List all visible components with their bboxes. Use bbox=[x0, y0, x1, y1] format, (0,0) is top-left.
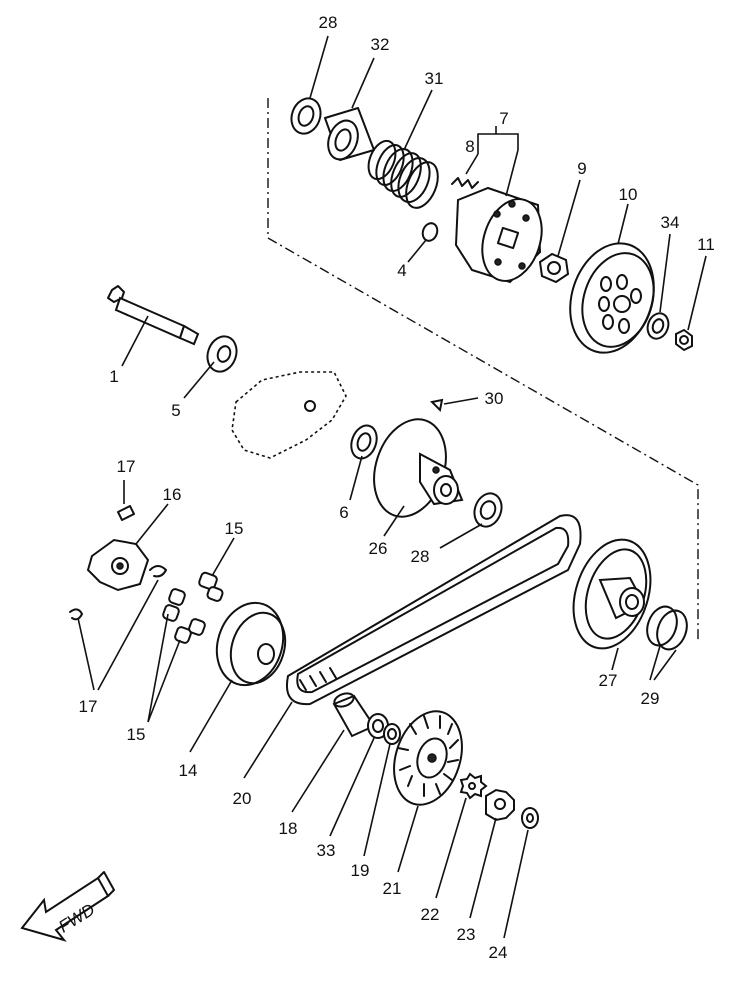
callout-18: 18 bbox=[279, 819, 298, 838]
part-5-bearing bbox=[206, 335, 238, 373]
callout-1: 1 bbox=[109, 367, 118, 386]
callout-10: 10 bbox=[619, 185, 638, 204]
part-15-rollers bbox=[162, 571, 224, 644]
part-26-sheave bbox=[373, 418, 464, 518]
callout-8: 8 bbox=[465, 137, 474, 156]
part-17-clips bbox=[69, 505, 167, 621]
part-19-washer bbox=[383, 723, 401, 745]
cover-outline bbox=[231, 371, 347, 459]
callout-31: 31 bbox=[425, 69, 444, 88]
part-28-seal-lower bbox=[473, 492, 503, 528]
callout-24: 24 bbox=[489, 943, 508, 962]
callout-9: 9 bbox=[577, 159, 586, 178]
callout-19: 19 bbox=[351, 861, 370, 880]
part-8-small-spring bbox=[451, 177, 479, 189]
callout-14: 14 bbox=[179, 761, 198, 780]
callout-28-top: 28 bbox=[319, 13, 338, 32]
part-1-shaft bbox=[107, 285, 200, 346]
callout-7: 7 bbox=[499, 109, 508, 128]
callout-11: 11 bbox=[697, 235, 715, 254]
callout-28-lower: 28 bbox=[411, 547, 430, 566]
part-11-nut bbox=[675, 328, 693, 352]
part-20-belt bbox=[286, 514, 582, 706]
callout-30: 30 bbox=[485, 389, 504, 408]
part-31-spring bbox=[367, 139, 439, 209]
callout-21: 21 bbox=[383, 879, 402, 898]
callout-15-top: 15 bbox=[225, 519, 244, 538]
part-9-nut bbox=[538, 252, 570, 284]
part-23-gear bbox=[485, 788, 515, 822]
part-28-washer-top bbox=[290, 97, 322, 135]
part-10-clutch-housing bbox=[569, 242, 655, 354]
part-18-collar bbox=[332, 692, 376, 738]
part-22-star-washer bbox=[459, 772, 488, 800]
callout-33: 33 bbox=[317, 841, 336, 860]
callout-23: 23 bbox=[457, 925, 476, 944]
part-16-ramp-plate bbox=[86, 538, 150, 592]
callout-26: 26 bbox=[369, 539, 388, 558]
part-34-washer bbox=[646, 312, 670, 340]
part-24-nut bbox=[521, 807, 539, 829]
callout-16: 16 bbox=[163, 485, 182, 504]
callout-17-bottom: 17 bbox=[79, 697, 98, 716]
part-27-sliding-sheave bbox=[572, 538, 652, 650]
callout-32: 32 bbox=[371, 35, 390, 54]
part-7-clutch-carrier bbox=[454, 186, 543, 284]
callout-6: 6 bbox=[339, 503, 348, 522]
callout-20: 20 bbox=[233, 789, 252, 808]
callout-22: 22 bbox=[421, 905, 440, 924]
callout-27: 27 bbox=[599, 671, 618, 690]
part-32-collar bbox=[324, 107, 375, 161]
leader-lines bbox=[77, 35, 707, 939]
part-30-pin bbox=[429, 398, 444, 413]
callout-34: 34 bbox=[661, 213, 680, 232]
callout-4: 4 bbox=[397, 261, 406, 280]
assembly-boundary-line bbox=[267, 98, 699, 640]
callout-17-top: 17 bbox=[117, 457, 136, 476]
callout-5: 5 bbox=[171, 401, 180, 420]
callout-15-bottom: 15 bbox=[127, 725, 146, 744]
part-29-o-rings bbox=[646, 605, 688, 651]
part-6-washer bbox=[350, 424, 378, 460]
part-14-primary-sheave bbox=[215, 601, 287, 687]
part-4-clip bbox=[421, 222, 439, 242]
part-21-fan bbox=[393, 710, 463, 806]
callout-29: 29 bbox=[641, 689, 660, 708]
callout-labels: 28 32 31 7 8 9 10 34 11 4 1 5 30 6 26 28… bbox=[79, 13, 715, 962]
fwd-arrow-icon: FWD bbox=[20, 871, 115, 942]
